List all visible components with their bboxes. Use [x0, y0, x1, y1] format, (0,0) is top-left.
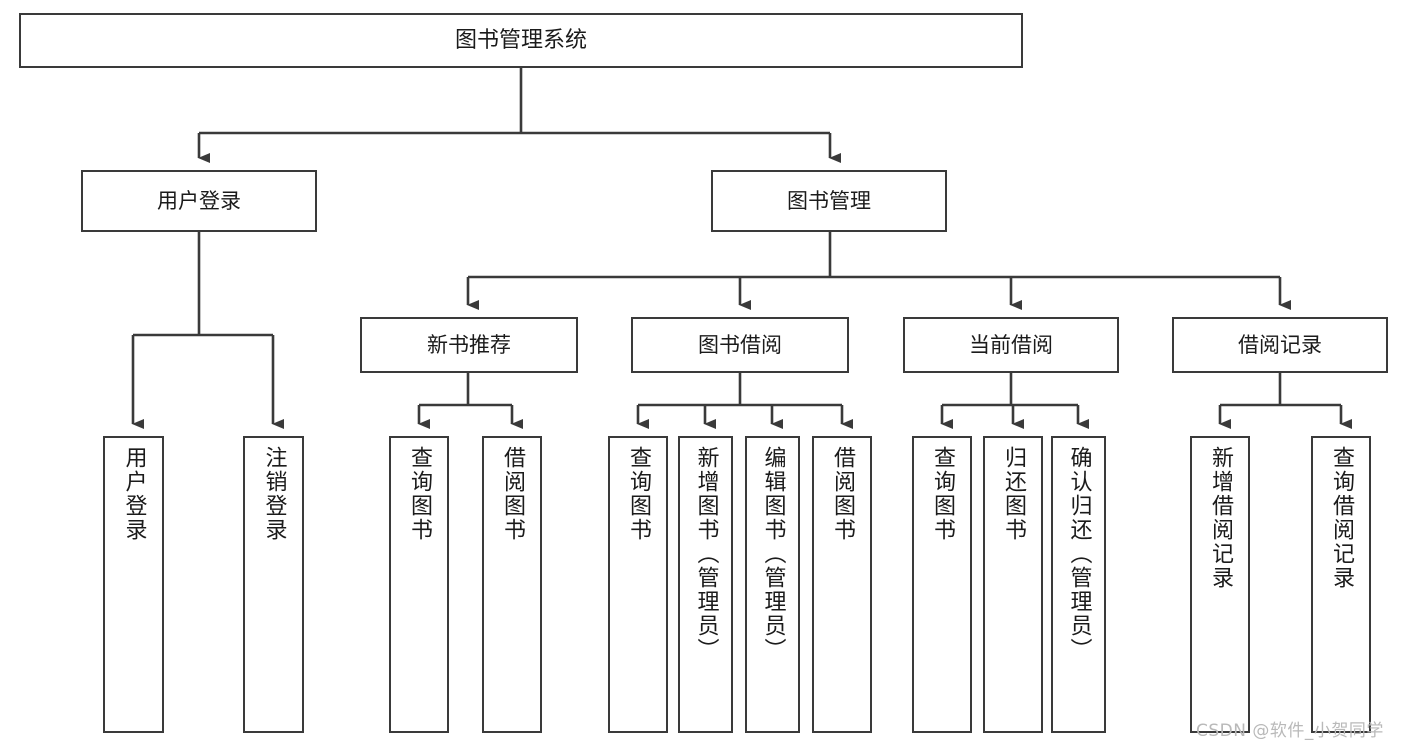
node-book-borrow[interactable]: 图书借阅 [631, 317, 849, 373]
node-leaf-user-login[interactable]: 用户登录 [103, 436, 164, 733]
node-leaf-add-record-label: 新增借阅记录 [1208, 446, 1233, 590]
node-leaf-add-book[interactable]: 新增图书（管理员） [678, 436, 733, 733]
node-new-book-recommend-label: 新书推荐 [427, 332, 511, 357]
node-borrow-record[interactable]: 借阅记录 [1172, 317, 1388, 373]
node-leaf-return-book-label: 归还图书 [1001, 446, 1026, 542]
node-leaf-query-book-2-label: 查询图书 [626, 446, 651, 542]
node-leaf-user-login-label: 用户登录 [121, 446, 147, 542]
node-leaf-add-record[interactable]: 新增借阅记录 [1190, 436, 1250, 733]
node-leaf-query-book-1[interactable]: 查询图书 [389, 436, 449, 733]
node-current-borrow[interactable]: 当前借阅 [903, 317, 1119, 373]
node-leaf-query-book-2[interactable]: 查询图书 [608, 436, 668, 733]
node-book-manage[interactable]: 图书管理 [711, 170, 947, 232]
node-book-borrow-label: 图书借阅 [698, 332, 782, 357]
csdn-watermark: CSDN @软件_小贺同学 [1196, 721, 1384, 741]
node-leaf-borrow-book-2-label: 借阅图书 [830, 446, 855, 542]
node-leaf-query-book-3[interactable]: 查询图书 [912, 436, 972, 733]
node-leaf-user-logout[interactable]: 注销登录 [243, 436, 304, 733]
node-leaf-borrow-book-1[interactable]: 借阅图书 [482, 436, 542, 733]
node-leaf-query-record-label: 查询借阅记录 [1329, 446, 1354, 590]
node-root-label: 图书管理系统 [454, 27, 587, 53]
node-leaf-borrow-book-2[interactable]: 借阅图书 [812, 436, 872, 733]
node-leaf-query-book-1-label: 查询图书 [407, 446, 432, 542]
node-leaf-borrow-book-1-label: 借阅图书 [500, 446, 525, 542]
node-user-login[interactable]: 用户登录 [81, 170, 317, 232]
node-user-login-label: 用户登录 [157, 188, 241, 213]
node-new-book-recommend[interactable]: 新书推荐 [360, 317, 578, 373]
node-leaf-confirm-return-label: 确认归还（管理员） [1066, 446, 1092, 662]
node-leaf-query-record[interactable]: 查询借阅记录 [1311, 436, 1371, 733]
node-leaf-add-book-label: 新增图书（管理员） [693, 446, 719, 662]
node-leaf-confirm-return[interactable]: 确认归还（管理员） [1051, 436, 1106, 733]
node-leaf-user-logout-label: 注销登录 [261, 446, 287, 542]
node-leaf-edit-book[interactable]: 编辑图书（管理员） [745, 436, 800, 733]
node-leaf-return-book[interactable]: 归还图书 [983, 436, 1043, 733]
node-root[interactable]: 图书管理系统 [19, 13, 1023, 68]
node-borrow-record-label: 借阅记录 [1238, 332, 1322, 357]
node-current-borrow-label: 当前借阅 [969, 332, 1053, 357]
node-leaf-edit-book-label: 编辑图书（管理员） [760, 446, 786, 662]
node-leaf-query-book-3-label: 查询图书 [930, 446, 955, 542]
node-book-manage-label: 图书管理 [787, 188, 871, 213]
